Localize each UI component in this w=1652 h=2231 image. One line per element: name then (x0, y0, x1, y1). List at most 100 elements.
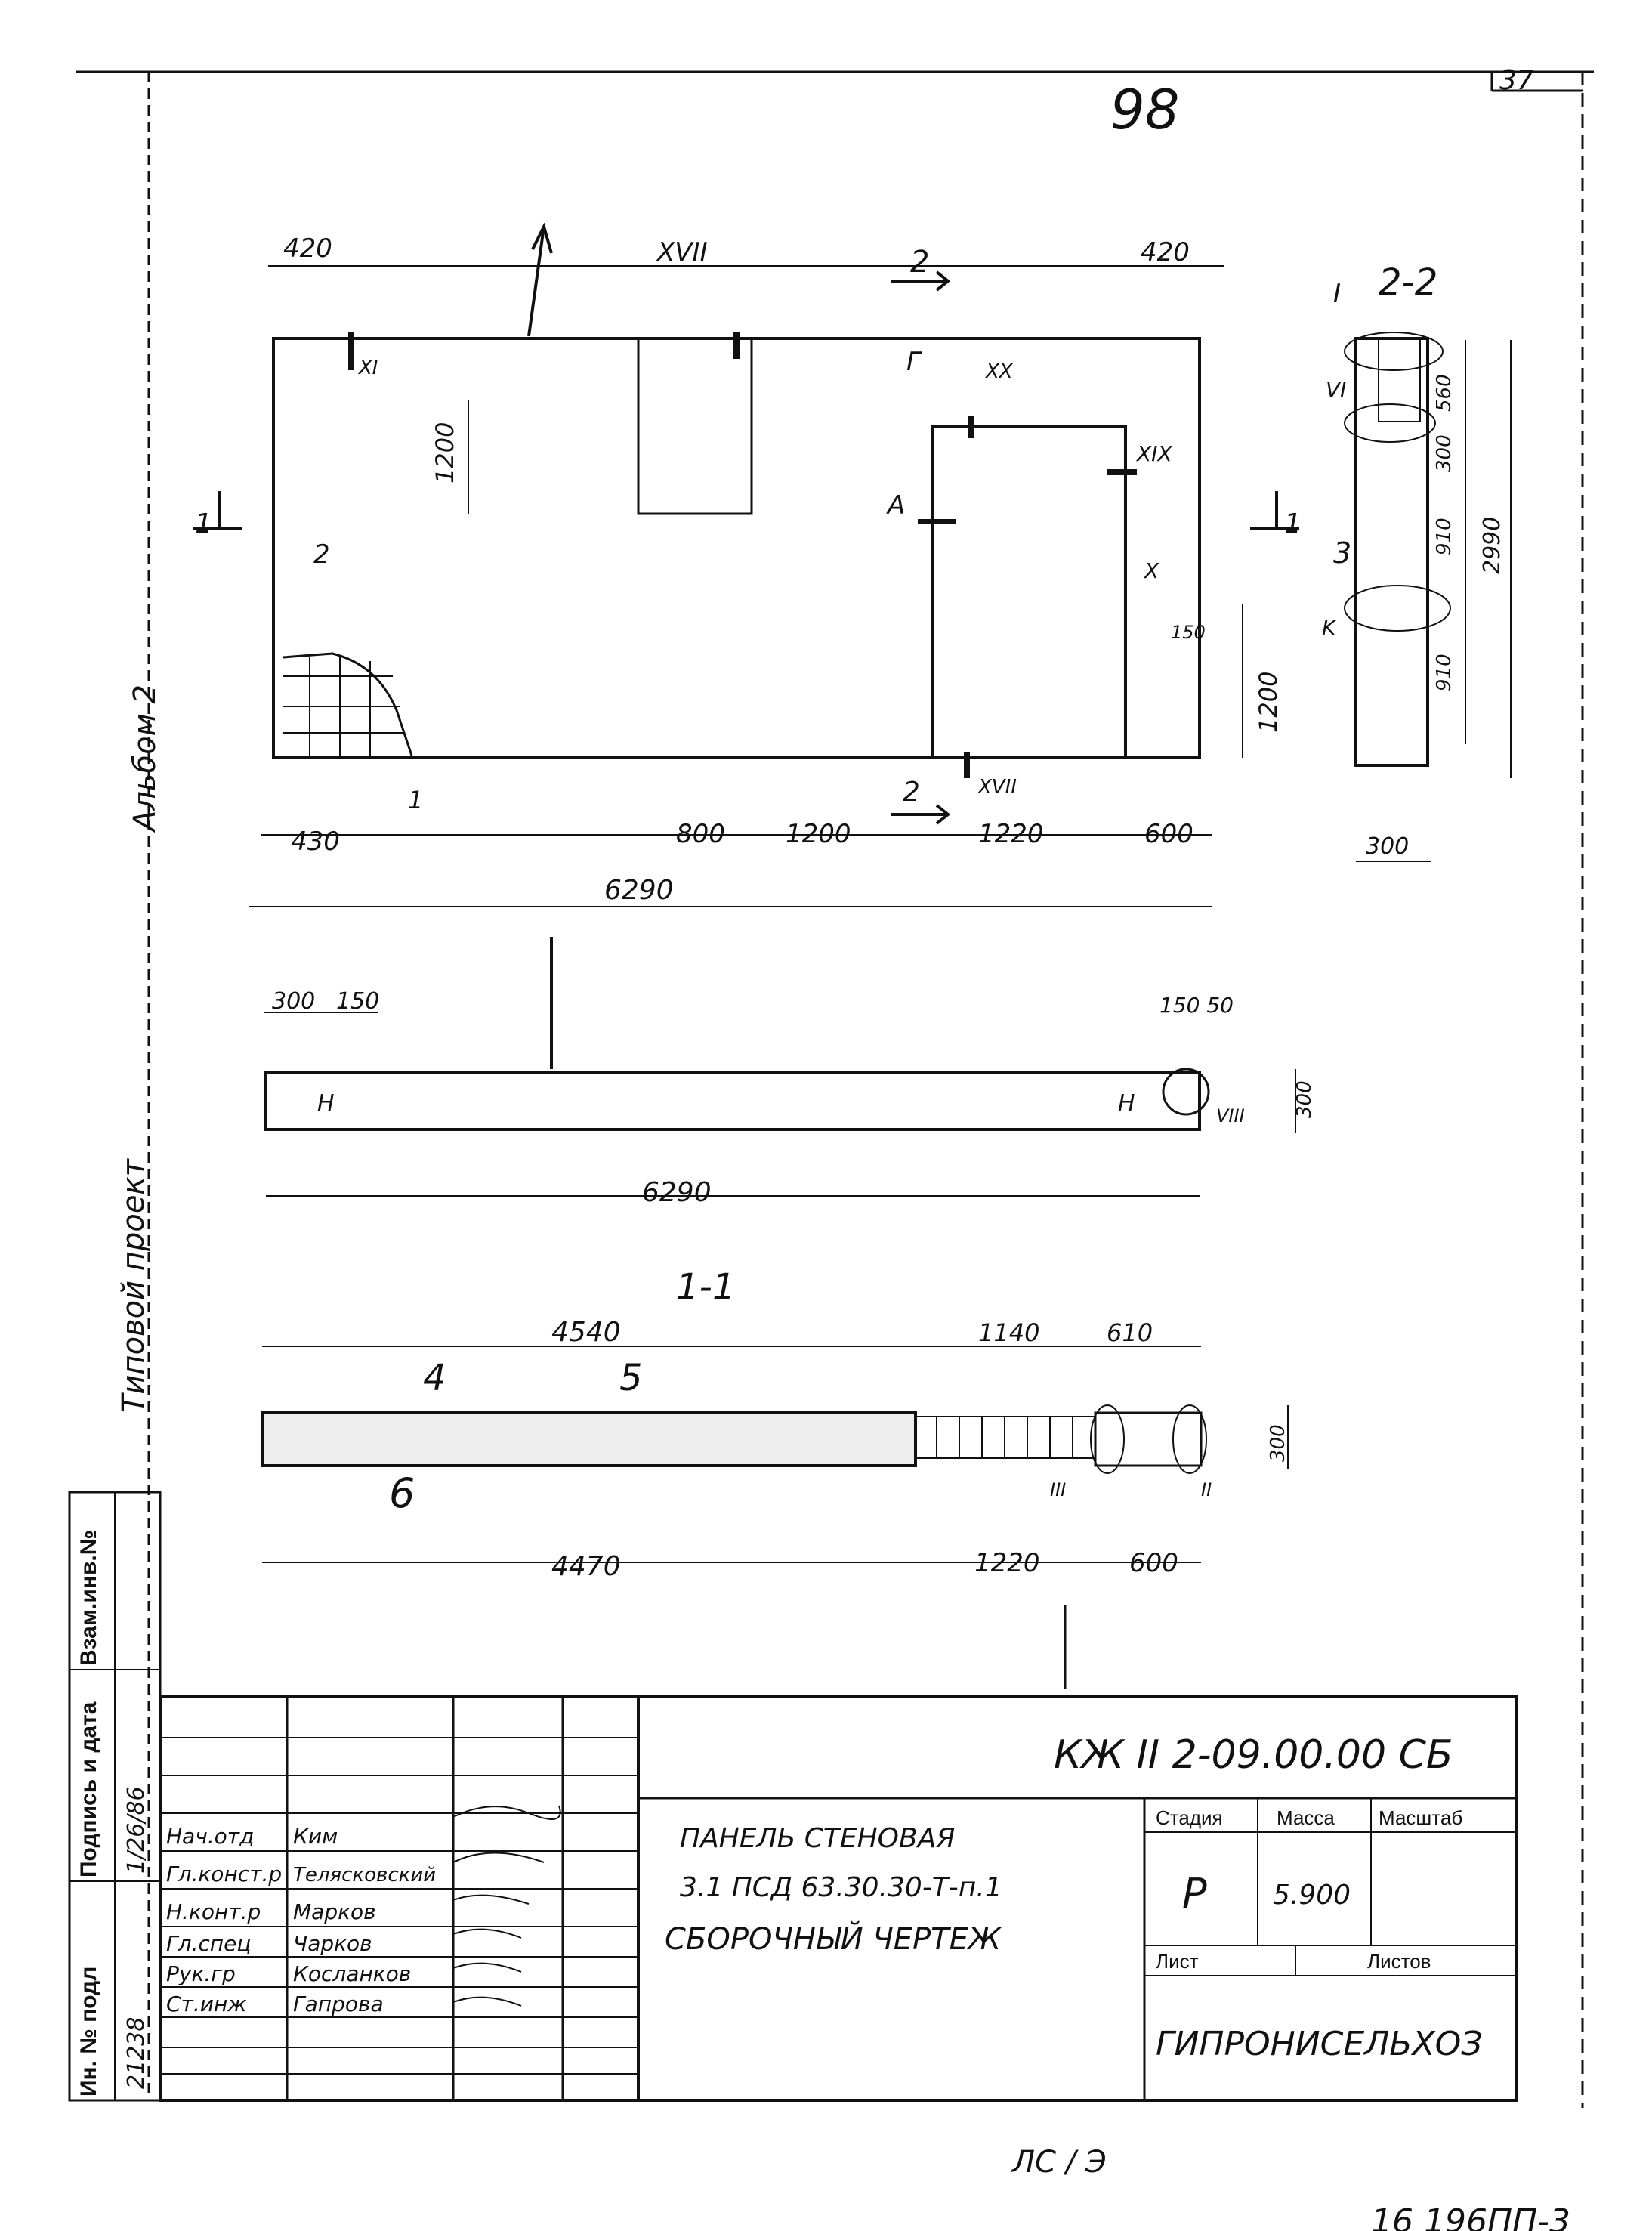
dim-910-b: 910 (1433, 654, 1456, 691)
dim-total-6290: 6290 (604, 875, 674, 906)
side-inv-no-podl: Ин. № подл (76, 1967, 101, 2097)
name-2: Марков (293, 1899, 376, 1924)
mark-xvii-top: XVII (656, 237, 708, 267)
section-label-1-right: 1 (1284, 508, 1302, 539)
roles-table: Нач.отд Ким Гл.конст.р Телясковский Н.ко… (166, 1824, 436, 2016)
dim-1200-window: 1200 (431, 422, 459, 484)
mark-iii: III (1050, 1479, 1066, 1500)
callout-5: 5 (619, 1357, 643, 1399)
label-massa: Масса (1277, 1806, 1335, 1829)
plan-dim-300-h: 300 (1293, 1080, 1316, 1118)
mark-1: 1 (408, 786, 423, 814)
mark-k: K (1322, 615, 1338, 640)
signatures (452, 1805, 561, 2007)
dim-430: 430 (291, 827, 340, 857)
callout-4: 4 (423, 1357, 446, 1399)
side-vzam-inv: Взам.инв.№ (76, 1530, 101, 1666)
name-0: Ким (293, 1824, 338, 1849)
dim-600: 600 (1144, 819, 1193, 849)
dim-300-width: 300 (1366, 833, 1409, 860)
page-number: 98 (1110, 78, 1180, 141)
dim-600-11: 600 (1129, 1548, 1178, 1578)
mesh-cutout (283, 652, 413, 756)
organization: ГИПРОНИСЕЛЬХОЗ (1156, 2025, 1482, 2063)
lift-arrow-top (527, 222, 553, 337)
side-inv-value: 21238 (123, 2017, 150, 2089)
mark-xvii-bottom: XVII (977, 776, 1017, 799)
dim-300-11: 300 (1267, 1424, 1289, 1462)
role-0: Нач.отд (166, 1824, 254, 1849)
section-22-top-void (1378, 338, 1421, 422)
callout-ellipse-i (1344, 332, 1444, 371)
label-masshtab: Масштаб (1379, 1806, 1462, 1829)
name-line-3: СБОРОЧНЫЙ ЧЕРТЕЖ (665, 1920, 1002, 1957)
plan-outline (264, 1071, 1201, 1131)
dim-1200: 1200 (786, 819, 851, 849)
mesh-grid (283, 656, 404, 756)
name-4: Косланков (293, 1961, 411, 1986)
side-date-value: 1/26/86 (123, 1786, 150, 1874)
section-22-title: 2-2 (1379, 261, 1437, 304)
mark-xix: XIX (1135, 441, 1172, 466)
dim-910-a: 910 (1433, 518, 1456, 555)
dim-560: 560 (1433, 374, 1456, 412)
section-label-1-left: 1 (195, 508, 212, 539)
section-mark-1-left (193, 491, 242, 530)
mark-2: 2 (313, 539, 330, 570)
mass-value: 5.900 (1273, 1880, 1351, 1911)
dim-420-right: 420 (1141, 237, 1190, 267)
dim-2990: 2990 (1479, 517, 1505, 574)
section-22-outline (1354, 337, 1429, 767)
bottom-scribble: ЛС / Э (1011, 2145, 1107, 2180)
role-2: Н.конт.р (166, 1899, 261, 1924)
role-3: Гл.спец (166, 1931, 251, 1956)
name-line-2: 3.1 ПСД 63.30.30-Т-п.1 (680, 1872, 1002, 1903)
role-5: Ст.инж (166, 1992, 247, 2016)
dim-4470: 4470 (551, 1551, 621, 1582)
callout-ellipse-vi (1344, 403, 1436, 443)
name-1: Телясковский (293, 1864, 436, 1886)
mark-a: A (886, 490, 905, 521)
dim-4540: 4540 (551, 1317, 621, 1348)
door-opening (931, 425, 1127, 759)
dim-800: 800 (676, 819, 725, 849)
mark-x: X (1143, 558, 1159, 583)
section-label-2: 2 (910, 245, 929, 280)
side-album: Альбом 2 (128, 684, 162, 833)
label-list: Лист (1156, 1950, 1199, 1973)
callout-circle-viii (1162, 1068, 1210, 1116)
callout-ellipse-k (1344, 585, 1451, 632)
name-3: Чарков (293, 1931, 372, 1956)
mark-vi: VI (1326, 377, 1346, 402)
plan-dim-6290: 6290 (642, 1177, 712, 1208)
plan-dim-300: 300 (272, 988, 315, 1015)
panel-outline (272, 337, 1201, 759)
section-mark-2-top (891, 270, 951, 292)
stage-value: Р (1182, 1870, 1207, 1917)
section-mark-1-right (1250, 491, 1299, 530)
plan-letter-h-left: H (317, 1090, 335, 1117)
mark-ii: II (1201, 1479, 1212, 1500)
label-stadiya: Стадия (1156, 1806, 1223, 1829)
section-mark-2-bottom (891, 804, 951, 825)
plan-dim-150: 150 (336, 988, 379, 1015)
callout-3: 3 (1333, 536, 1351, 570)
label-listov: Листов (1367, 1950, 1431, 1973)
dim-420-left: 420 (283, 233, 332, 264)
name-line-1: ПАНЕЛЬ СТЕНОВАЯ (680, 1823, 955, 1854)
dim-1220-11: 1220 (974, 1548, 1040, 1578)
callout-ellipse-ii (1172, 1404, 1207, 1474)
bottom-code: 16 196ПП-3 (1371, 2202, 1570, 2231)
section-11-right-block (1094, 1411, 1203, 1467)
side-podpis-data: Подпись и дата (76, 1701, 101, 1877)
dim-1220: 1220 (978, 819, 1044, 849)
mark-viii: VIII (1216, 1105, 1245, 1126)
plan-dim-150-50: 150 50 (1159, 993, 1234, 1018)
title-block-frame (159, 1695, 1518, 2102)
role-4: Рук.гр (166, 1961, 236, 1986)
door-small-dim: 150 (1171, 622, 1206, 643)
plan-letter-h-right: H (1118, 1090, 1135, 1117)
dim-1140: 1140 (978, 1318, 1039, 1347)
section-11-solid (261, 1411, 917, 1467)
